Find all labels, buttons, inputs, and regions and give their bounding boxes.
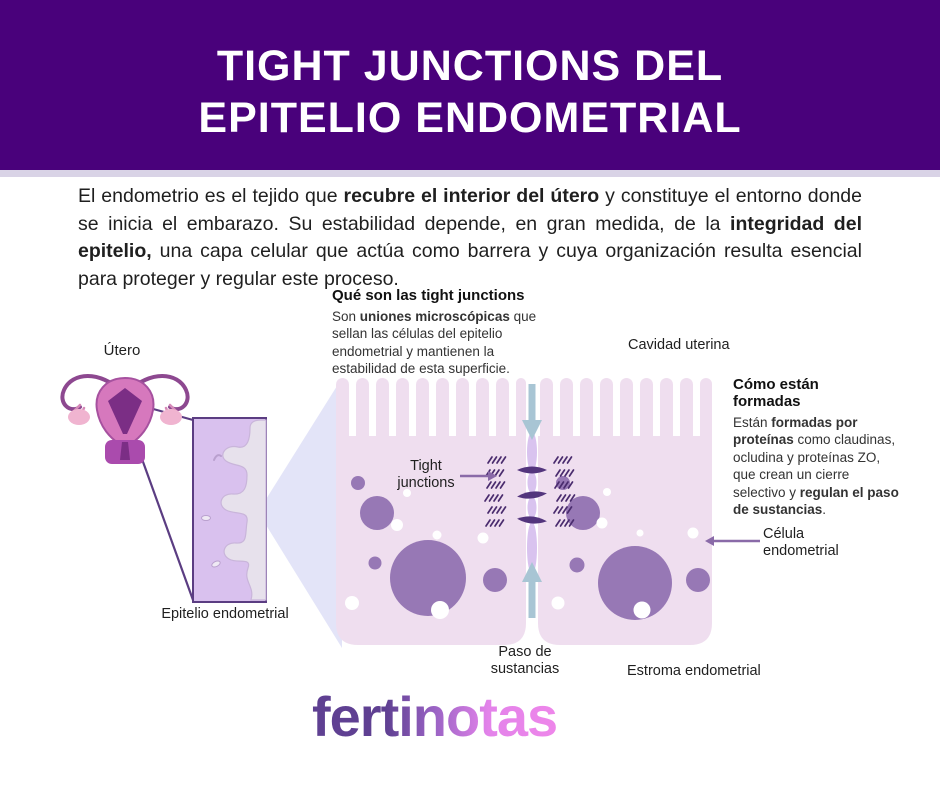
callout-line-bottom [136, 447, 195, 601]
formed-block-body: Están formadas por proteínas como claudi… [733, 414, 899, 518]
gland-pattern [220, 419, 267, 601]
celula-endometrial-label: Célula endometrial [763, 526, 839, 560]
cells-diagram [336, 378, 712, 645]
ovary-left [68, 409, 90, 425]
epithelium-zoom-rect [192, 417, 267, 603]
formed-block-heading: Cómo están formadas [733, 376, 819, 410]
intro-seg4-bold: integridad del epitelio, [78, 212, 862, 263]
intro-seg3: y constituye el entorno donde se inicia … [78, 185, 862, 235]
how-formed-block: Cómo están formadas Están formadas por p… [733, 376, 901, 519]
banner-divider [0, 170, 940, 177]
intro-seg1: El endometrio es el tejido que [78, 185, 344, 207]
page-title: TIGHT JUNCTIONS DEL EPITELIO ENDOMETRIAL [0, 40, 940, 145]
page-title-line2: EPITELIO ENDOMETRIAL [198, 94, 742, 143]
epitelio-endometrial-label: Epitelio endometrial [161, 606, 289, 622]
tight-junctions-label: Tight junctions [397, 458, 455, 492]
nucleus-left [390, 540, 466, 616]
intro-seg5: una capa celular que actúa como barrera … [78, 240, 862, 291]
cell-left-organelles [345, 476, 507, 619]
intercellular-channel [527, 432, 537, 574]
nucleus-right [598, 546, 672, 620]
uterus-zoom-illustration [60, 374, 342, 648]
uterine-cavity-shape [108, 388, 142, 434]
utero-label: Útero [103, 342, 141, 359]
intro-seg2-bold: recubre el interior del útero [343, 185, 600, 207]
estroma-endometrial-label: Estroma endometrial [627, 663, 761, 679]
uterus-illustration [60, 374, 190, 464]
header-banner [0, 0, 940, 170]
cell-right-organelles [551, 476, 710, 620]
flow-arrow-up [522, 562, 542, 618]
cavidad-uterina-label: Cavidad uterina [628, 337, 730, 353]
what-block-heading: Qué son las tight junctions [332, 287, 525, 304]
celula-arrow [705, 536, 760, 546]
zoom-cone [258, 378, 342, 648]
fertinotas-logo: fertinotas [312, 685, 558, 748]
ovary-right [160, 409, 182, 425]
paso-sustancias-label: Paso de sustancias [490, 644, 560, 678]
flow-arrow-down [522, 384, 542, 440]
tight-junctions-arrow [460, 471, 497, 481]
what-block-body: Son uniones microscópicas que sellan las… [332, 308, 537, 377]
intro-paragraph: El endometrio es el tejido que recubre e… [78, 183, 862, 294]
tight-junction-complex [484, 456, 576, 527]
what-are-tight-junctions-block: Qué son las tight junctions Son uniones … [332, 287, 537, 378]
page-title-line1: TIGHT JUNCTIONS DEL [216, 42, 724, 90]
